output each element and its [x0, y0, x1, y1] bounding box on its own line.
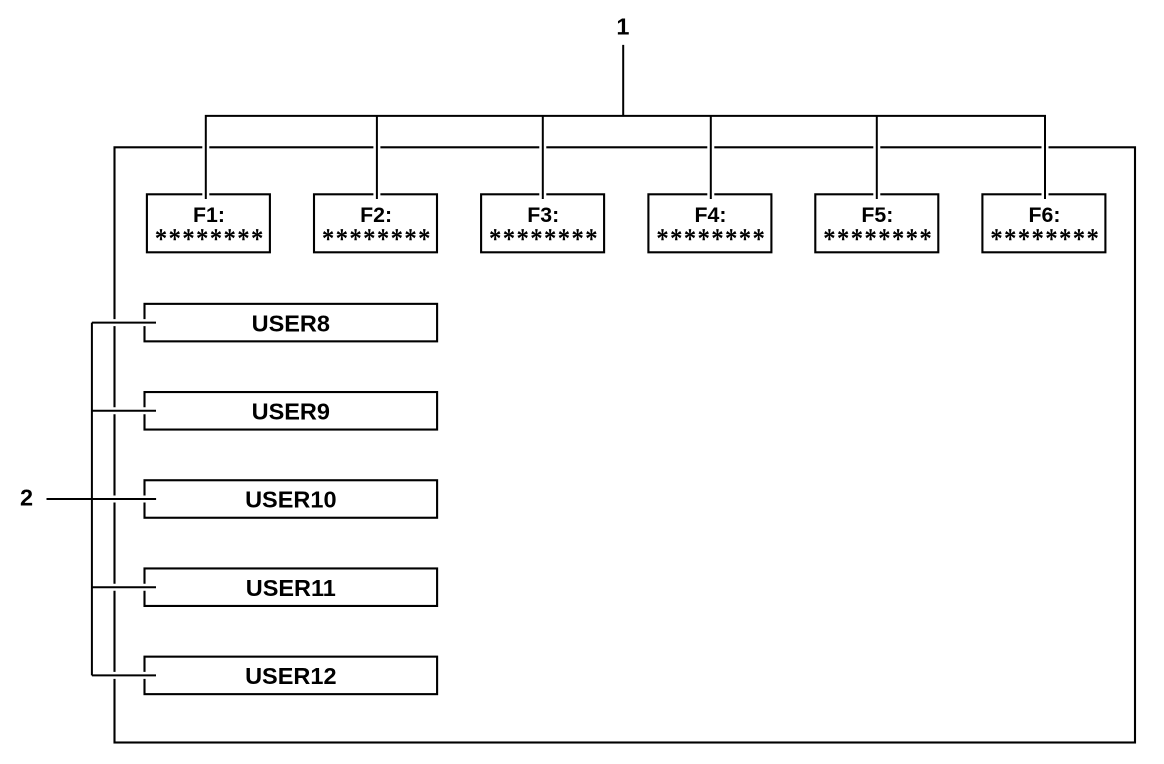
- svg-text:USER10: USER10: [245, 487, 336, 513]
- svg-text:2: 2: [20, 484, 33, 510]
- svg-text:1: 1: [616, 14, 629, 40]
- svg-text:USER11: USER11: [246, 575, 336, 601]
- svg-text:F5:: F5:: [861, 203, 893, 227]
- svg-text:F4:: F4:: [695, 203, 727, 227]
- svg-text:USER8: USER8: [252, 310, 330, 336]
- svg-text:USER9: USER9: [252, 399, 330, 425]
- svg-text:F3:: F3:: [527, 203, 559, 227]
- svg-text:F6:: F6:: [1029, 203, 1061, 227]
- svg-text:F2:: F2:: [360, 203, 392, 227]
- svg-text:F1:: F1:: [193, 203, 225, 227]
- svg-text:USER12: USER12: [245, 663, 336, 689]
